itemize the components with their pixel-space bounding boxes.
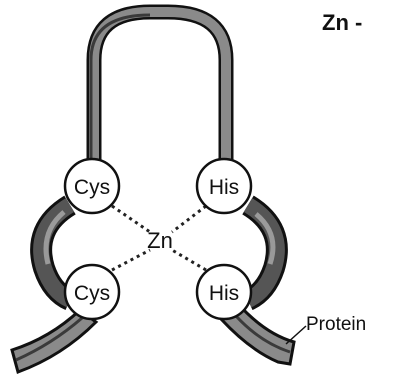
residue-circle (195, 157, 253, 215)
protein-leader-line (285, 325, 307, 345)
residue-label: His (209, 282, 239, 305)
diagram-title: Zn - (322, 10, 362, 35)
residue-bottom-right: His (195, 263, 253, 321)
residue-circle (63, 263, 121, 321)
bond-bottom-left (111, 248, 151, 272)
protein-loop (86, 4, 234, 165)
residue-top-left: Cys (63, 157, 121, 215)
coordination-bonds (111, 204, 207, 272)
residue-bottom-left: Cys (63, 263, 121, 321)
bond-top-left (111, 204, 151, 234)
protein-left-strand (30, 195, 77, 311)
protein-right-strand (241, 195, 288, 311)
residue-label: Cys (74, 176, 110, 199)
residue-circle (63, 157, 121, 215)
bond-bottom-right (171, 248, 207, 272)
bond-top-right (171, 204, 207, 234)
protein-right-tail (219, 303, 296, 366)
protein-left-tail (10, 308, 99, 374)
residue-circle (195, 263, 253, 321)
residue-top-right: His (195, 157, 253, 215)
residue-label: His (209, 176, 239, 199)
residue-label: Cys (74, 282, 110, 305)
zinc-ion-label: Zn (147, 228, 173, 253)
protein-label: Protein (306, 314, 366, 335)
